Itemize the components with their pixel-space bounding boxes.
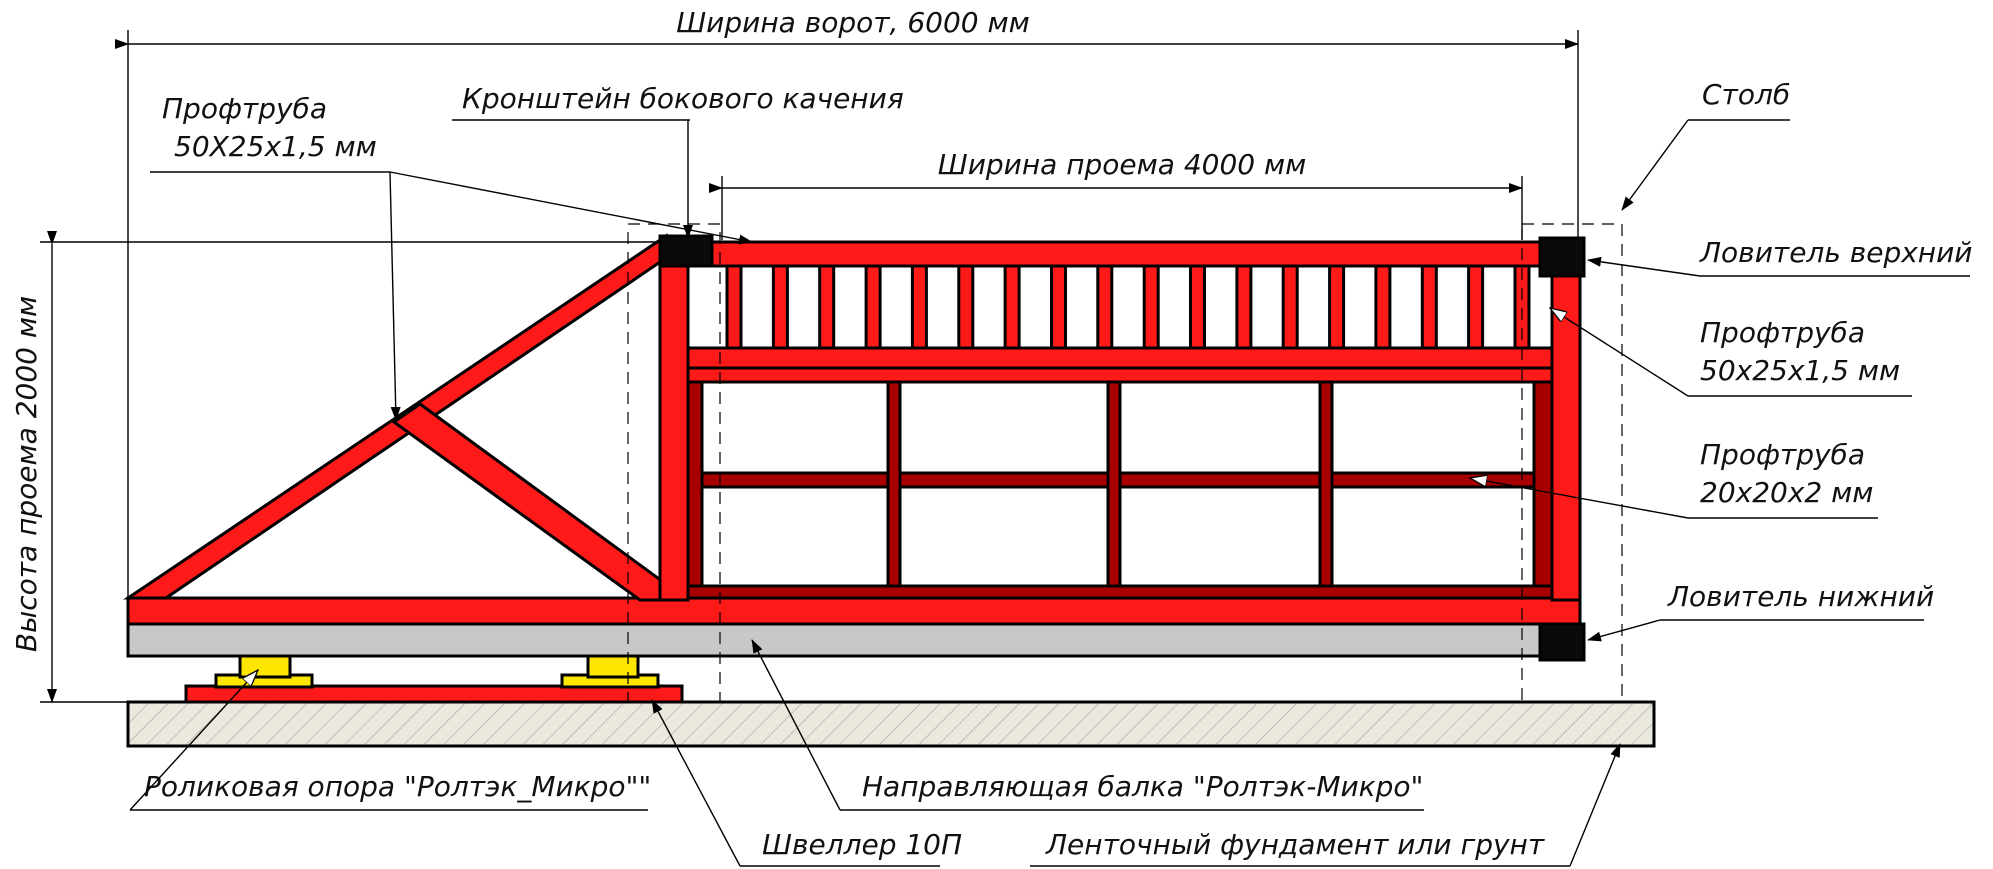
bracket-post-outline xyxy=(627,223,721,703)
picket xyxy=(1189,264,1206,350)
bottom-catcher-label: Ловитель нижний xyxy=(1667,580,1934,613)
bottom-catcher-block xyxy=(1538,622,1586,662)
picket-rail xyxy=(686,346,1554,370)
pipe-20-label-2: 20х20х2 мм xyxy=(1700,476,1873,509)
foundation-strip xyxy=(126,700,1656,748)
pipe-left-label-1: Профтруба xyxy=(162,92,327,125)
picket xyxy=(1003,264,1021,350)
pickets xyxy=(725,264,1531,350)
picket xyxy=(910,264,928,350)
picket xyxy=(818,264,836,350)
gate-width-label: Ширина ворот, 6000 мм xyxy=(676,6,1030,39)
guide-beam-label: Направляющая балка "Ролтэк-Микро" xyxy=(862,770,1423,803)
foundation-label: Ленточный фундамент или грунт xyxy=(1045,828,1545,861)
guide-beam xyxy=(126,621,1572,658)
post-outline xyxy=(1521,223,1623,703)
channel-label: Швеллер 10П xyxy=(762,828,962,861)
picket-rail-lower xyxy=(686,366,1554,384)
post-label: Столб xyxy=(1702,78,1790,111)
pipe-right-label-1: Профтруба xyxy=(1700,316,1865,349)
bracket-block xyxy=(658,234,714,268)
opening-height-label: Высота проема 2000 мм xyxy=(10,296,43,652)
picket xyxy=(725,264,743,350)
picket xyxy=(1050,264,1067,350)
inner-left-post xyxy=(686,380,704,600)
roller-support-label: Роликовая опора "Ролтэк_Микро"" xyxy=(144,770,651,803)
picket xyxy=(1328,264,1346,350)
top-catcher-label: Ловитель верхний xyxy=(1699,236,1973,269)
picket xyxy=(864,264,882,350)
left-vertical xyxy=(658,244,690,602)
bottom-rail xyxy=(126,596,1582,626)
picket xyxy=(1096,264,1114,350)
opening-width-label: Ширина проема 4000 мм xyxy=(938,148,1307,181)
top-catcher-block xyxy=(1538,236,1586,278)
top-rail xyxy=(684,240,1554,268)
inner-bottom-rail xyxy=(686,584,1554,600)
picket xyxy=(1374,264,1392,350)
picket xyxy=(1142,264,1160,350)
inner-stile-3 xyxy=(1318,380,1334,588)
picket xyxy=(1420,264,1438,350)
inner-brace xyxy=(391,402,668,602)
pipe-right-label-2: 50х25х1,5 мм xyxy=(1700,354,1900,387)
pipe-left-label-2: 50Х25х1,5 мм xyxy=(174,130,377,163)
picket xyxy=(1281,264,1299,350)
right-vertical xyxy=(1550,264,1582,602)
pipe-20-label-1: Профтруба xyxy=(1700,438,1865,471)
bracket-label: Кронштейн бокового качения xyxy=(462,82,904,115)
channel-10p xyxy=(184,684,684,704)
inner-stile-2 xyxy=(1106,380,1122,588)
picket xyxy=(1235,264,1253,350)
picket xyxy=(771,264,789,350)
inner-stile-1 xyxy=(886,380,902,588)
picket xyxy=(957,264,975,350)
picket xyxy=(1467,264,1485,350)
